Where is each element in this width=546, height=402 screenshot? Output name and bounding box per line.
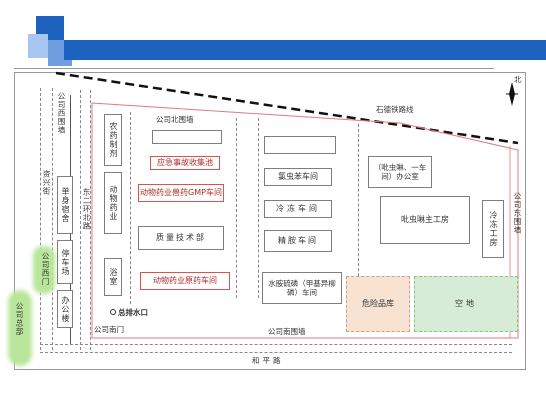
banner-rule: [14, 68, 494, 69]
zone-divider-4: [358, 124, 359, 296]
thiamine-workshop: 水胺硫磷（甲基异柳磷）车间: [262, 272, 342, 304]
workshop-office: （吡虫啉、一车间）办公室: [368, 156, 432, 188]
blank-building-center: [264, 136, 336, 154]
bath-building: 浴室: [104, 258, 122, 296]
emergency-pool: 应急事故收集池: [150, 156, 220, 170]
west-gate-label: 公司西门: [41, 252, 50, 286]
office-building: 办公楼: [57, 290, 73, 328]
north-arrow-icon: [504, 82, 520, 106]
south-wall-label: 公司南围墙: [268, 327, 306, 336]
quality-dept: 质量技术部: [138, 226, 224, 250]
drain-label: 总排水口: [118, 308, 148, 317]
imidacloprid-main-workshop: 吡虫啉主工房: [380, 196, 470, 244]
road-line-3: [80, 90, 81, 350]
zone-divider-1: [130, 112, 131, 304]
east-wall-label: 公司东围墙: [513, 192, 522, 235]
animal-drug-building: 动物药业: [104, 172, 122, 234]
west-wall-label: 公司西围墙: [57, 92, 66, 135]
street-w-label: 资兴街: [42, 170, 51, 196]
cypermethrin-workshop: 氯虫苯车间: [264, 168, 332, 186]
street-e2-label: 东二环北路: [82, 188, 91, 231]
north-label: 北: [514, 75, 522, 84]
parking-lot: 停车场: [57, 240, 73, 284]
road-line-2: [52, 88, 53, 350]
north-wall-label: 公司北围墙: [156, 115, 194, 124]
banner-bar: [64, 40, 546, 60]
green-glow-hq: [8, 290, 32, 366]
cold-workshop-1: 冷冻车间: [264, 200, 332, 218]
railway-line: [55, 71, 519, 145]
hazard-warehouse: 危险品库: [346, 276, 410, 332]
zone-divider-3: [258, 118, 259, 298]
drain-icon: [110, 309, 116, 315]
road-line-4: [90, 90, 91, 350]
fine-amine-workshop: 精胺车间: [264, 230, 332, 252]
green-glow-gate: [33, 246, 55, 294]
cold-workshop-2: 冷冻工房: [482, 200, 504, 258]
map-frame: [14, 72, 526, 370]
road-s-label: 和平路: [252, 356, 284, 365]
road-line-1: [40, 88, 41, 350]
south-road-line-2: [40, 352, 512, 353]
zone-divider-2: [236, 118, 237, 298]
pesticide-prep-building: 农药制剂: [104, 114, 122, 166]
site-boundary: [91, 102, 519, 339]
south-road-line-1: [40, 344, 512, 345]
title-banner: [0, 0, 546, 74]
south-gate-label: 公司南门: [94, 325, 124, 334]
gmp-workshop: 动物药业兽药GMP车间: [138, 184, 224, 202]
blank-building-north: [152, 130, 222, 144]
animal-pesticide-workshop: 动物药业原药车间: [140, 272, 230, 290]
hq-label: 公司总部: [15, 302, 24, 336]
vacant-lot: 空地: [414, 276, 518, 332]
banner-block-light: [28, 34, 48, 58]
dorm-building: 单身宿舍: [57, 176, 73, 234]
railway-label: 石德铁路线: [376, 105, 414, 114]
